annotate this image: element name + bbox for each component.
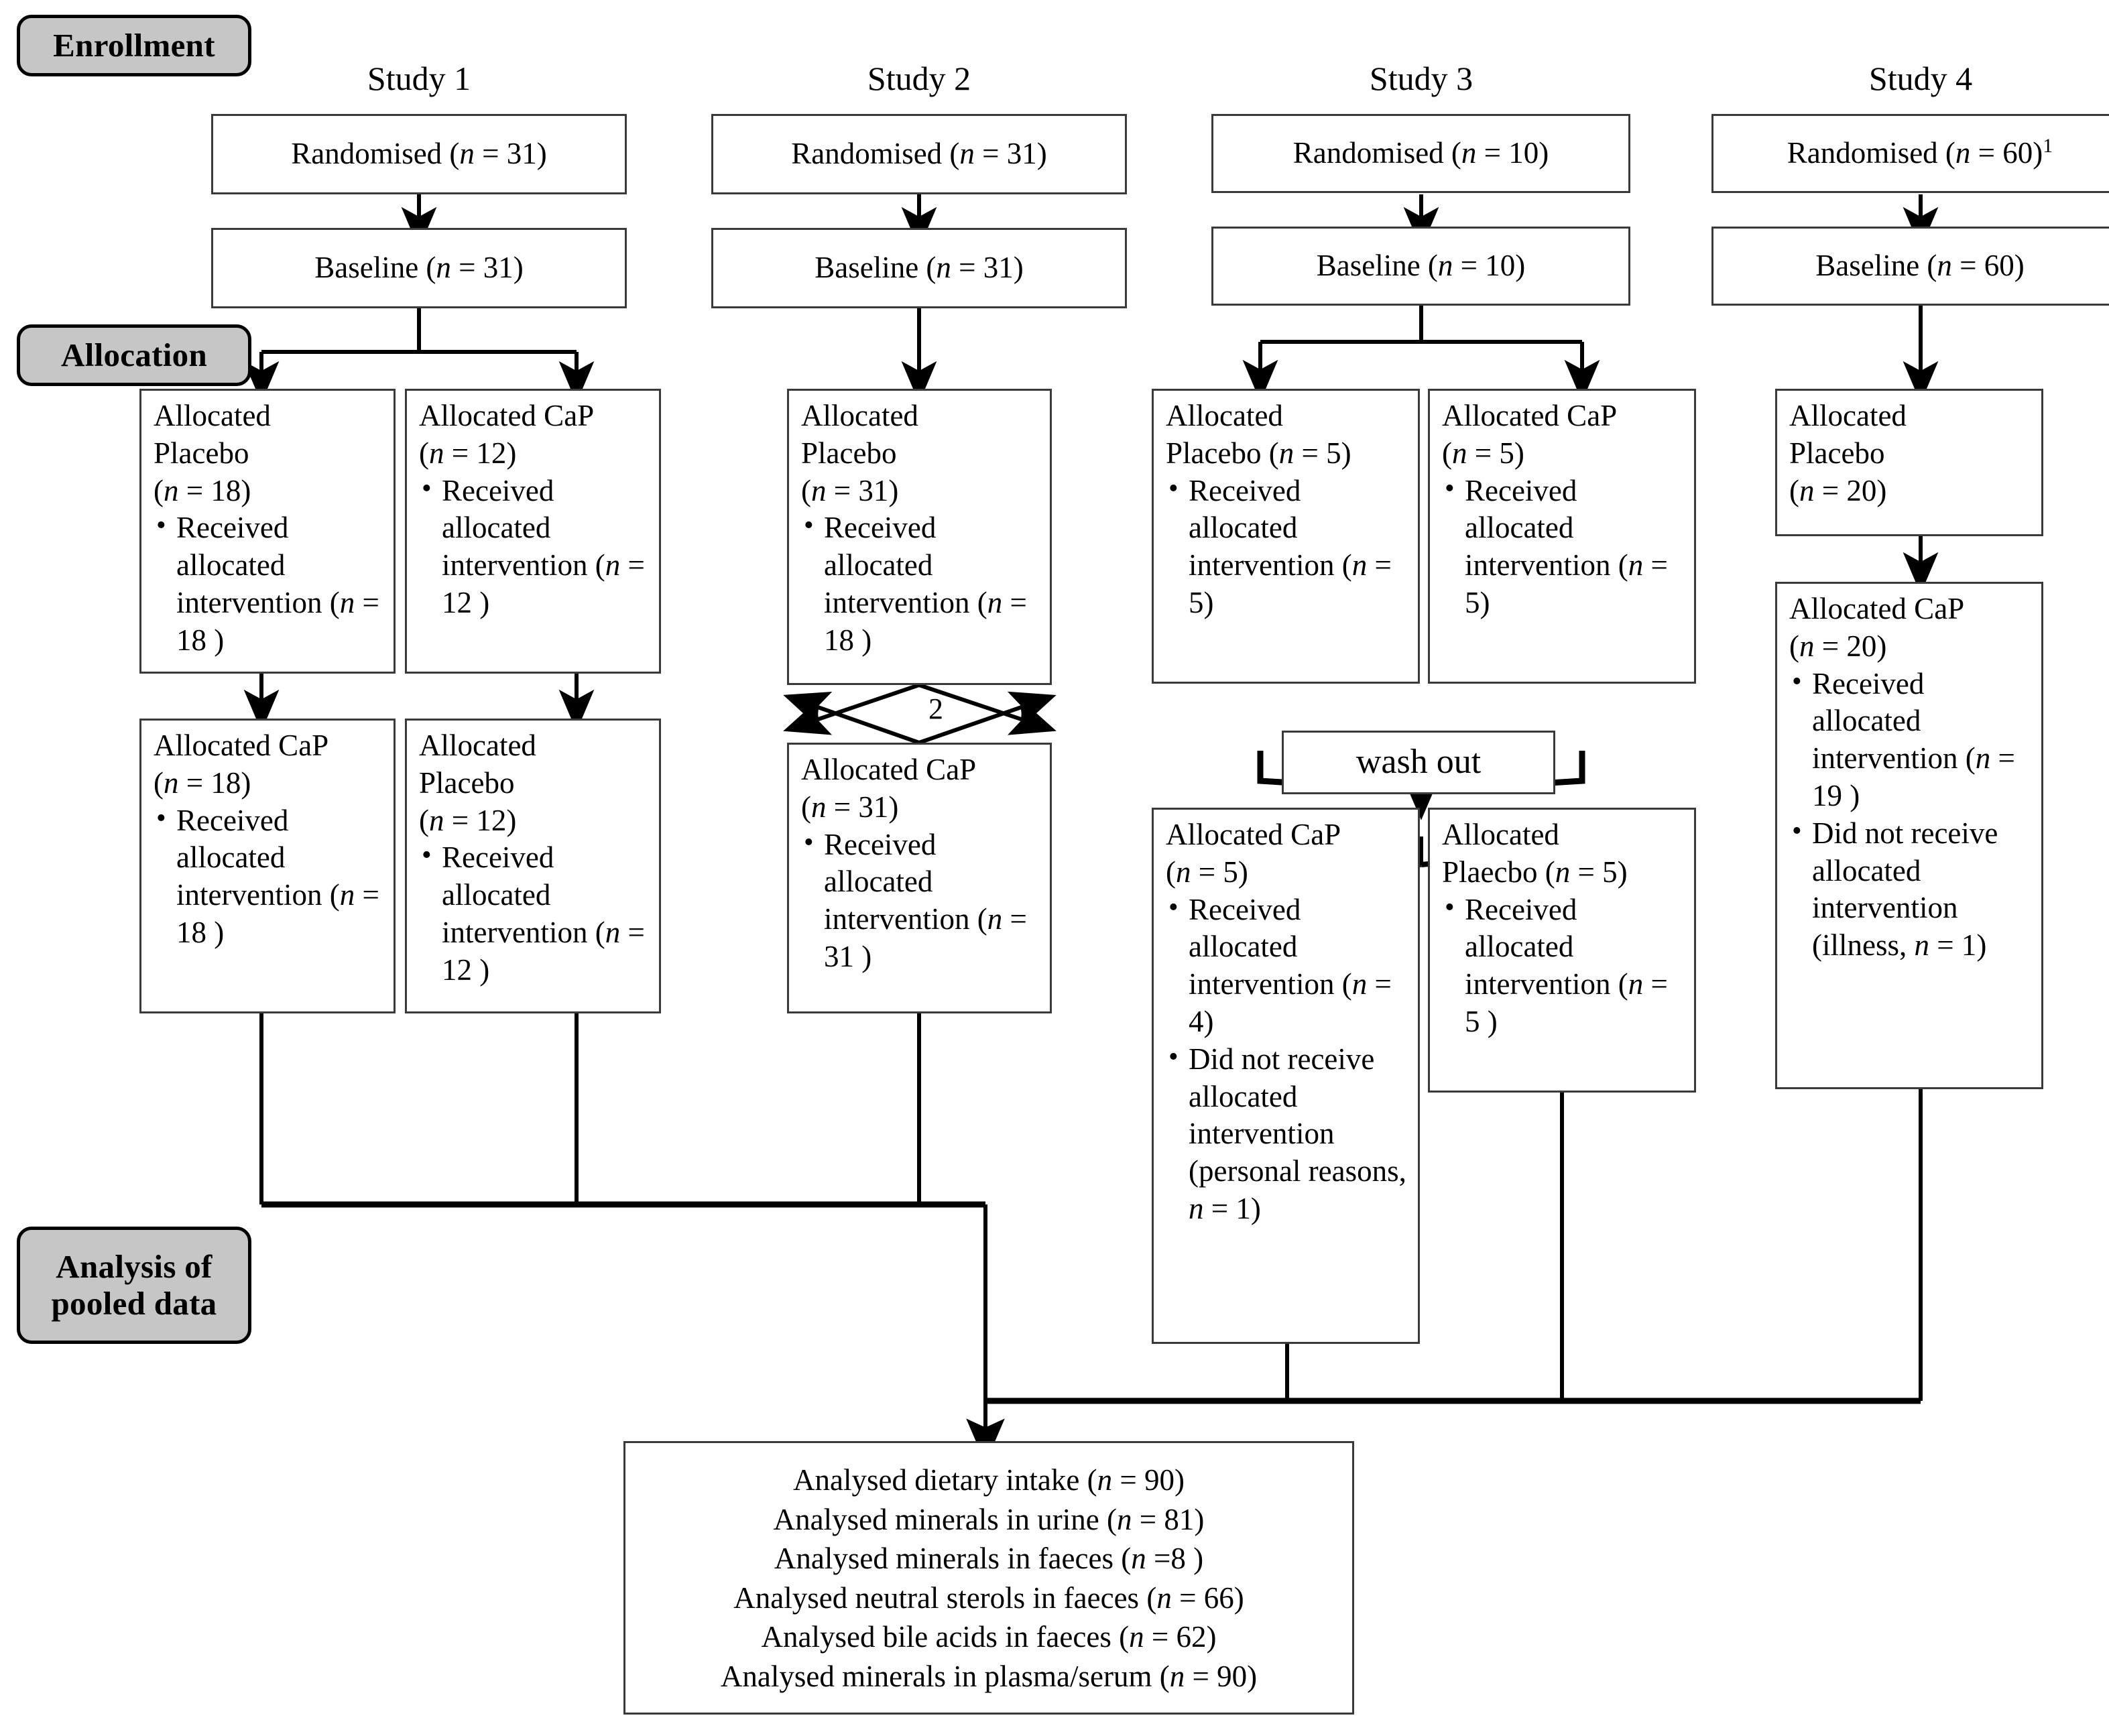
study3-baseline-box: Baseline (n = 10) [1211,227,1630,306]
box-title: Allocated [154,399,271,432]
column-header-study2: Study 2 [867,60,971,97]
study1-randomised-box: Randomised (n = 31) [211,114,627,194]
box-bullet: Received allocated intervention (n = 5) [1442,471,1685,622]
study3-randomised-label: Randomised (n = 10) [1292,136,1549,170]
analysis-line: Analysed dietary intake (n = 90) [793,1463,1185,1497]
column-header-study1: Study 1 [367,60,471,97]
box-bullet: Received allocated intervention (n = 5) [1166,471,1408,622]
box-bullet: Did not receive allocated intervention (… [1789,814,2032,965]
study3-period1-cap-box: Allocated CaP (n = 5) Received allocated… [1428,389,1696,684]
box-title-2: Placebo [801,436,897,470]
box-title-2: Placebo [154,436,249,470]
study2-randomised-label: Randomised (n = 31) [791,137,1047,171]
analysis-line: Analysed bile acids in faeces (n = 62) [761,1620,1217,1654]
study3-washout-label: wash out [1355,743,1482,782]
analysis-line: Analysed neutral sterols in faeces (n = … [733,1580,1244,1615]
study3-baseline-label: Baseline (n = 10) [1316,249,1526,283]
column-header-study3: Study 3 [1369,60,1473,97]
box-bullet: Did not receive allocated intervention (… [1166,1040,1408,1228]
study4-period2-cap-box: Allocated CaP (n = 20) Received allocate… [1775,582,2043,1089]
analysis-line: Analysed minerals in plasma/serum (n = 9… [720,1659,1258,1693]
box-title-2: Placebo [419,765,515,800]
box-title: Allocated [1442,818,1559,851]
box-title: Allocated [1789,399,1907,432]
box-title: Allocated CaP [1789,592,1965,625]
box-title: Allocated CaP [801,753,977,786]
box-bullet: Received allocated intervention (n = 12 … [419,838,650,989]
study4-randomised-footnote: 1 [2043,135,2053,158]
box-title: Allocated CaP [1442,399,1618,432]
study1-period1-cap-box: Allocated CaP (n = 12) Received allocate… [405,389,661,674]
box-n: (n = 18) [154,765,251,800]
study3-period2-placebo-box: Allocated Plaecbo (n = 5) Received alloc… [1428,808,1696,1093]
box-title: Allocated [419,729,536,762]
study2-randomised-box: Randomised (n = 31) [711,114,1127,194]
box-bullet: Received allocated intervention (n = 31 … [801,825,1040,976]
study2-baseline-box: Baseline (n = 31) [711,228,1127,308]
box-n: (n = 12) [419,436,517,470]
box-n: (n = 31) [801,473,899,507]
study4-baseline-box: Baseline (n = 60) [1711,227,2109,306]
box-title-2: Placebo [1789,436,1885,470]
box-title: Allocated [801,399,918,432]
study3-randomised-box: Randomised (n = 10) [1211,114,1630,193]
study4-randomised-box: Randomised (n = 60)1 [1711,114,2109,193]
study1-period2-placebo-box: Allocated Placebo (n = 12) Received allo… [405,719,661,1013]
study1-period2-cap-box: Allocated CaP (n = 18) Received allocate… [139,719,396,1013]
box-bullet: Received allocated intervention (n = 4) [1166,890,1408,1041]
analysis-line: Analysed minerals in faeces (n =8 ) [774,1542,1204,1575]
study2-baseline-label: Baseline (n = 31) [815,251,1024,285]
study1-randomised-label: Randomised (n = 31) [291,137,547,171]
box-n: (n = 31) [801,790,899,824]
box-bullet: Received allocated intervention (n = 18 … [154,508,384,659]
study4-baseline-label: Baseline (n = 60) [1815,249,2025,283]
box-title-2: Placebo (n = 5) [1166,436,1351,470]
study1-baseline-box: Baseline (n = 31) [211,228,627,308]
study4-period1-placebo-box: Allocated Placebo (n = 20) [1775,389,2043,536]
box-title: Allocated [1166,399,1283,432]
box-n: (n = 18) [154,473,251,507]
pooled-analysis-box: Analysed dietary intake (n = 90) Analyse… [623,1441,1354,1715]
box-bullet: Received allocated intervention (n = 18 … [154,801,384,952]
study1-baseline-label: Baseline (n = 31) [314,251,524,285]
box-n: (n = 12) [419,803,517,837]
box-n: (n = 20) [1789,473,1887,507]
box-n: (n = 5) [1166,855,1248,889]
phase-badge-analysis: Analysis of pooled data [17,1227,251,1344]
box-title: Allocated CaP [154,729,329,762]
study3-washout-box: wash out [1282,731,1555,794]
column-header-study4: Study 4 [1868,60,1973,97]
study2-crossover-count: 2 [928,692,943,725]
box-title: Allocated CaP [1166,818,1341,851]
phase-badge-allocation: Allocation [17,324,251,386]
phase-label-enrollment: Enrollment [53,26,215,64]
phase-badge-enrollment: Enrollment [17,15,251,76]
box-bullet: Received allocated intervention (n = 18 … [801,508,1040,659]
box-bullet: Received allocated intervention (n = 19 … [1789,664,2032,815]
study2-period2-cap-box: Allocated CaP (n = 31) Received allocate… [787,743,1052,1013]
analysis-line: Analysed minerals in urine (n = 81) [773,1502,1205,1536]
study4-randomised-label: Randomised (n = 60) [1787,136,2043,170]
phase-label-allocation: Allocation [60,336,208,373]
box-title-2: Plaecbo (n = 5) [1442,855,1628,889]
box-n: (n = 20) [1789,629,1887,663]
study3-period1-placebo-box: Allocated Placebo (n = 5) Received alloc… [1152,389,1420,684]
box-bullet: Received allocated intervention (n = 5 ) [1442,890,1685,1041]
box-n: (n = 5) [1442,436,1524,470]
study3-period2-cap-box: Allocated CaP (n = 5) Received allocated… [1152,808,1420,1344]
box-title: Allocated CaP [419,399,595,432]
box-bullet: Received allocated intervention (n = 12 … [419,471,650,622]
study2-period1-placebo-box: Allocated Placebo (n = 31) Received allo… [787,389,1052,685]
study1-period1-placebo-box: Allocated Placebo (n = 18) Received allo… [139,389,396,674]
phase-label-analysis: Analysis of pooled data [51,1247,217,1322]
